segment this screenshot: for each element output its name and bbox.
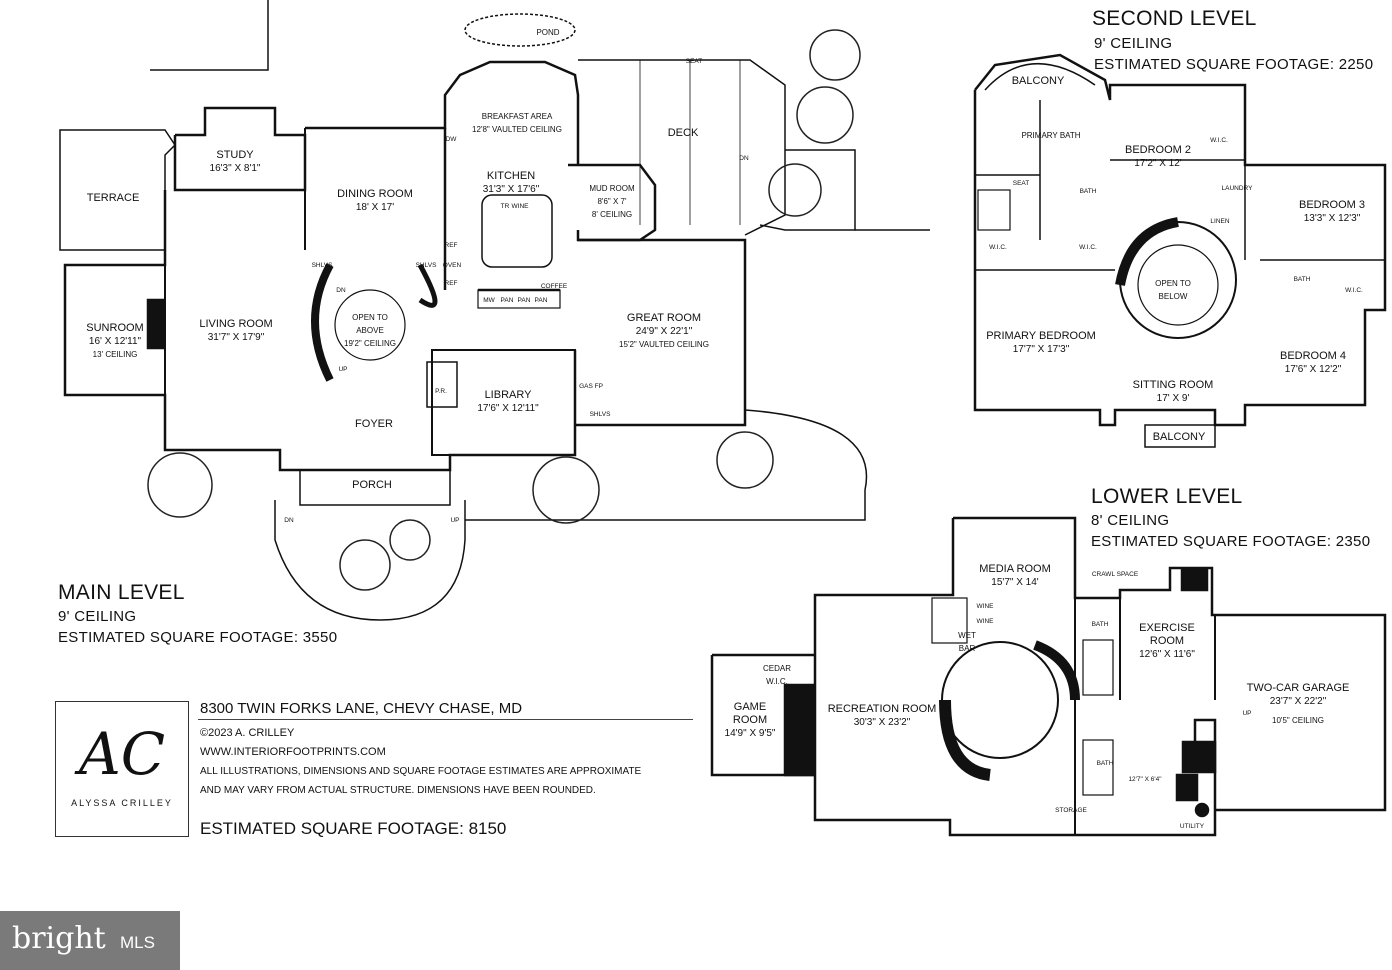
label-mw: MW	[483, 297, 495, 304]
logo: AC ALYSSA CRILLEY	[55, 701, 189, 837]
room-primary-bath: PRIMARY BATH	[1021, 131, 1081, 140]
label-storage: STORAGE	[1055, 807, 1087, 814]
watermark-suffix: MLS	[120, 933, 155, 952]
label-wic-4: W.I.C.	[1345, 287, 1363, 294]
label-laundry: LAUNDRY	[1221, 185, 1253, 192]
label-pan-3: PAN	[534, 297, 548, 304]
label-up-stair: UP	[338, 366, 348, 373]
label-tr: TR	[500, 203, 510, 210]
label-dn-stair: DN	[336, 287, 346, 294]
label-bath-2: BATH	[1293, 276, 1311, 283]
label-pr: P.R.	[435, 388, 447, 395]
label-dn-deck: DN	[739, 155, 749, 162]
label-bath-lower-1: BATH	[1091, 621, 1109, 628]
label-bath-lower-2: BATH	[1096, 760, 1114, 767]
room-pond: POND	[536, 28, 560, 37]
main-level-title: MAIN LEVEL	[58, 581, 185, 604]
room-balcony-bottom: BALCONY	[1152, 431, 1206, 443]
second-level-title: SECOND LEVEL	[1092, 7, 1257, 30]
total-square-footage: ESTIMATED SQUARE FOOTAGE: 8150	[200, 819, 507, 838]
second-level-sqft: ESTIMATED SQUARE FOOTAGE: 2250	[1094, 56, 1374, 73]
label-linen: LINEN	[1210, 218, 1230, 225]
label-wine-1: WINE	[976, 603, 994, 610]
label-up-garage: UP	[1242, 710, 1252, 717]
label-ref-1: REF	[444, 242, 458, 249]
address-divider	[198, 719, 693, 720]
lower-level-sqft: ESTIMATED SQUARE FOOTAGE: 2350	[1091, 533, 1371, 550]
label-wic-2: W.I.C.	[989, 244, 1007, 251]
label-pan-1: PAN	[500, 297, 514, 304]
label-utility: UTILITY	[1179, 823, 1205, 830]
label-up-porch: UP	[450, 517, 460, 524]
label-dn-porch: DN	[284, 517, 294, 524]
label-wic-1: W.I.C.	[1210, 137, 1228, 144]
second-level-ceiling: 9' CEILING	[1094, 35, 1173, 52]
label-wine-2: WINE	[976, 618, 994, 625]
label-shlvs-2: SHLVS	[415, 262, 437, 269]
copyright: ©2023 A. CRILLEY	[200, 727, 295, 739]
label-wine: WINE	[511, 203, 529, 210]
label-seat: SEAT	[685, 58, 703, 65]
label-seat-2: SEAT	[1012, 180, 1030, 187]
room-terrace: TERRACE	[86, 192, 140, 204]
room-porch: PORCH	[352, 479, 392, 491]
label-oven: OVEN	[442, 262, 462, 269]
room-balcony-top: BALCONY	[1011, 75, 1065, 87]
label-shlvs-1: SHLVS	[311, 262, 333, 269]
disclaimer-line-2: AND MAY VARY FROM ACTUAL STRUCTURE. DIME…	[200, 785, 596, 796]
main-level-sqft: ESTIMATED SQUARE FOOTAGE: 3550	[58, 629, 338, 646]
logo-name: ALYSSA CRILLEY	[71, 798, 173, 808]
label-pan-2: PAN	[517, 297, 531, 304]
label-crawl-space: CRAWL SPACE	[1091, 571, 1139, 578]
lower-level-title: LOWER LEVEL	[1091, 485, 1243, 508]
label-shlvs-3: SHLVS	[589, 411, 611, 418]
room-deck: DECK	[667, 127, 699, 139]
property-address: 8300 TWIN FORKS LANE, CHEVY CHASE, MD	[200, 700, 523, 717]
disclaimer-line-1: ALL ILLUSTRATIONS, DIMENSIONS AND SQUARE…	[200, 766, 642, 777]
lower-level-ceiling: 8' CEILING	[1091, 512, 1170, 529]
label-bath-1: BATH	[1079, 188, 1097, 195]
main-level-ceiling: 9' CEILING	[58, 608, 137, 625]
room-foyer: FOYER	[355, 418, 393, 430]
label-wic-3: W.I.C.	[1079, 244, 1097, 251]
logo-monogram: AC	[78, 720, 166, 788]
label-dw: DW	[445, 136, 457, 143]
label-coffee: COFFEE	[540, 283, 568, 290]
label-gas-fp: GAS FP	[579, 383, 603, 390]
watermark-brand: bright	[12, 921, 106, 956]
label-ref-2: REF	[444, 280, 458, 287]
label-storage-dims: 12'7" X 6'4"	[1128, 776, 1162, 783]
website: WWW.INTERIORFOOTPRINTS.COM	[200, 746, 386, 758]
bright-mls-watermark: bright MLS	[0, 911, 180, 970]
label-fp: FP	[152, 322, 162, 329]
